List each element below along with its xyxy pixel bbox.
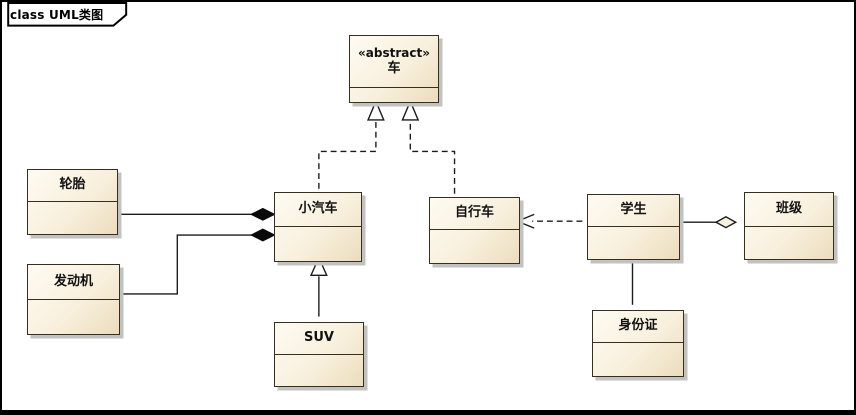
class-name-label: 车 — [387, 60, 401, 76]
class-name-compartment: 小汽车 — [275, 193, 361, 226]
class-empty-compartment — [28, 299, 119, 334]
class-empty-compartment — [275, 354, 363, 386]
connector-composition[interactable] — [121, 207, 276, 221]
class-empty-compartment — [28, 201, 117, 234]
class-empty-compartment — [275, 226, 361, 261]
class-box-banji[interactable]: 班级 — [744, 192, 834, 260]
frame-tab-label: class UML类图 — [10, 8, 104, 22]
class-name-compartment: SUV — [275, 323, 363, 354]
class-stereotype: «abstract» — [358, 45, 430, 60]
class-empty-compartment — [350, 87, 438, 102]
class-empty-compartment — [745, 226, 833, 259]
class-name-compartment: 班级 — [745, 193, 833, 226]
class-box-suv[interactable]: SUV — [274, 322, 364, 387]
composition-diamond-icon — [249, 207, 276, 221]
class-name-compartment: 学生 — [588, 195, 679, 226]
connector-dependency[interactable] — [515, 213, 583, 229]
class-box-fadongji[interactable]: 发动机 — [27, 264, 120, 335]
class-box-che[interactable]: «abstract»车 — [349, 35, 439, 103]
composition-diamond-icon — [249, 228, 276, 242]
class-name-compartment: 发动机 — [28, 265, 119, 299]
connector-generalization[interactable] — [309, 255, 328, 317]
class-box-luntai[interactable]: 轮胎 — [27, 169, 118, 235]
class-name-label: 学生 — [620, 202, 647, 218]
class-name-compartment: 轮胎 — [28, 170, 117, 201]
class-name-label: 班级 — [775, 201, 802, 217]
connector-composition[interactable] — [123, 228, 276, 295]
class-name-compartment: 身份证 — [593, 311, 683, 342]
class-name-label: 身份证 — [618, 318, 658, 334]
class-name-label: SUV — [304, 330, 334, 346]
class-name-compartment: «abstract»车 — [350, 36, 438, 87]
connector-realization[interactable] — [401, 99, 456, 194]
connector-aggregation[interactable] — [673, 216, 738, 229]
class-box-xuesheng[interactable]: 学生 — [587, 194, 680, 260]
class-name-compartment: 自行车 — [430, 198, 519, 229]
class-box-xiaoqiche[interactable]: 小汽车 — [274, 192, 362, 262]
triangle-arrowhead-icon — [309, 255, 328, 276]
class-name-label: 轮胎 — [59, 177, 86, 193]
class-box-zixingche[interactable]: 自行车 — [429, 197, 520, 264]
class-empty-compartment — [593, 342, 683, 376]
triangle-arrowhead-icon — [401, 99, 420, 121]
class-empty-compartment — [588, 226, 679, 259]
frame-tab — [7, 2, 128, 27]
aggregation-diamond-icon — [714, 216, 738, 229]
class-name-label: 小汽车 — [298, 201, 338, 217]
class-name-label: 发动机 — [53, 273, 93, 289]
class-name-label: 自行车 — [454, 205, 494, 221]
connector-realization[interactable] — [318, 99, 385, 189]
class-empty-compartment — [430, 229, 519, 263]
class-box-shenfenzheng[interactable]: 身份证 — [592, 310, 684, 377]
triangle-arrowhead-icon — [366, 99, 385, 121]
